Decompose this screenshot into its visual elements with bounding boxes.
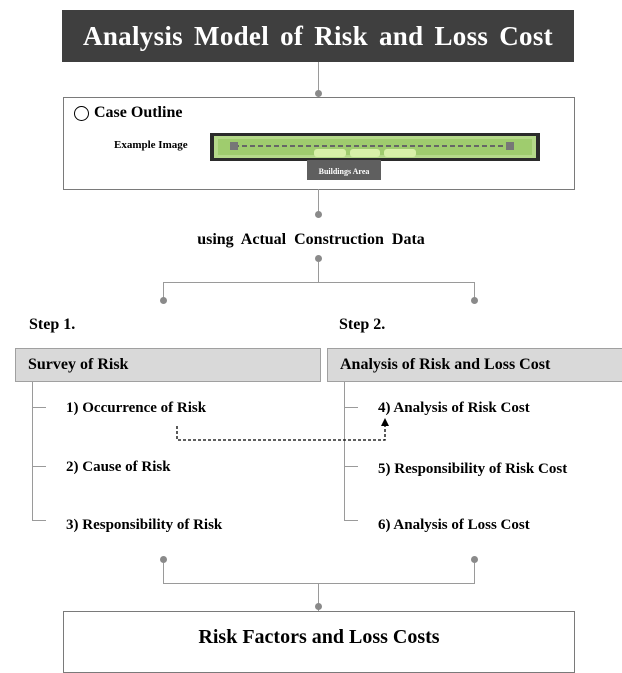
connector-dot: [160, 556, 167, 563]
step1-item-2: 2) Cause of Risk: [66, 459, 171, 475]
case-outline-title: Case Outline: [94, 104, 183, 121]
connector-line: [318, 583, 319, 611]
example-site-image: Buildings Area: [210, 131, 540, 183]
result-box: Risk Factors and Loss Costs: [63, 611, 575, 673]
case-outline-heading: Case Outline: [74, 104, 182, 122]
connector-line: [474, 563, 475, 583]
connector-dot: [160, 297, 167, 304]
dashed-link-arrow: [176, 418, 389, 441]
result-title: Risk Factors and Loss Costs: [198, 626, 440, 648]
tree-branch: [32, 407, 46, 408]
data-source-label: using Actual Construction Data: [197, 231, 425, 248]
step1-label: Step 1.: [29, 316, 76, 333]
step1-item-3: 3) Responsibility of Risk: [66, 517, 223, 533]
tree-branch: [344, 520, 358, 521]
tree-branch: [344, 407, 358, 408]
step2-tree-line: [344, 382, 345, 520]
connector-dot: [315, 255, 322, 262]
step2-box-title: Analysis of Risk and Loss Cost: [340, 356, 551, 373]
connector-dot: [471, 297, 478, 304]
connector-line: [163, 282, 164, 298]
connector-line: [163, 563, 164, 583]
circle-bullet-icon: [74, 105, 89, 121]
tree-branch: [32, 466, 46, 467]
connector-dot: [471, 556, 478, 563]
step2-item-5: 5) Responsibility of Risk Cost: [378, 461, 568, 477]
diagram-title: Analysis Model of Risk and Loss Cost: [62, 10, 574, 62]
connector-dot: [315, 211, 322, 218]
step1-tree-line: [32, 382, 33, 520]
connector-line: [318, 189, 319, 215]
step2-item-6: 6) Analysis of Loss Cost: [378, 517, 530, 533]
step2-item-4: 4) Analysis of Risk Cost: [378, 400, 530, 416]
connector-line: [318, 262, 319, 282]
tree-branch: [32, 520, 46, 521]
step2-box: Analysis of Risk and Loss Cost: [327, 348, 622, 382]
connector-line: [163, 282, 475, 283]
case-outline-box: Case Outline Example Image Buildings Are…: [63, 97, 575, 190]
step1-item-1: 1) Occurrence of Risk: [66, 400, 207, 416]
step1-box-title: Survey of Risk: [28, 356, 129, 373]
connector-line: [318, 62, 319, 97]
connector-line: [474, 282, 475, 298]
connector-dot: [315, 90, 322, 97]
connector-line: [163, 583, 475, 584]
example-image-label: Example Image: [114, 139, 188, 151]
connector-dot: [315, 603, 322, 610]
step1-box: Survey of Risk: [15, 348, 321, 382]
buildings-area-label: Buildings Area: [319, 167, 370, 176]
tree-branch: [344, 466, 358, 467]
step2-label: Step 2.: [339, 316, 386, 333]
